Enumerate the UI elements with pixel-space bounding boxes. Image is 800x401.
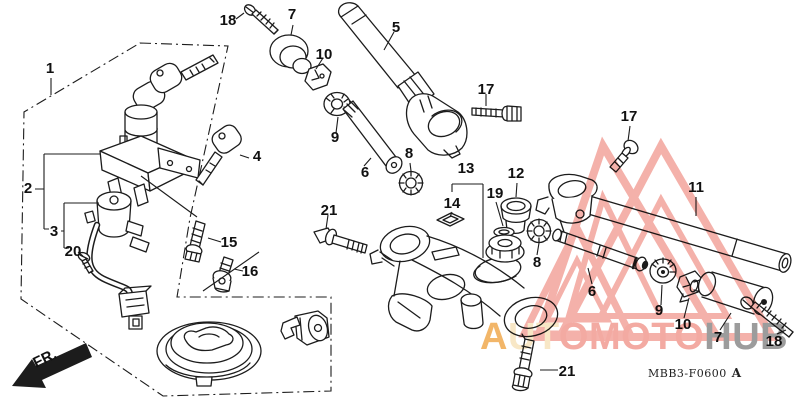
watermark-triangle-logo: [518, 136, 779, 341]
mount-bolts-drawing: [184, 220, 234, 293]
diagram-code: MBB3-F0600 A: [648, 366, 742, 380]
callout-8b: 8: [533, 254, 541, 271]
callout-18: 18: [220, 12, 237, 29]
ignition-switch-drawing: [99, 54, 219, 207]
front-direction-marker: FR.: [12, 343, 92, 388]
callout-15: 15: [221, 234, 238, 251]
callout-21b: 21: [559, 363, 576, 380]
pinch-bolt-bottom-drawing: [511, 338, 535, 392]
watermark-seg-hub: HUB: [704, 316, 788, 358]
callout-13: 13: [458, 160, 475, 177]
callout-14: 14: [444, 195, 461, 212]
callout-4: 4: [253, 148, 262, 165]
callout-10: 10: [316, 46, 333, 63]
holder-bolt-drawing: [471, 105, 522, 122]
callout-12: 12: [508, 165, 525, 182]
watermark-seg-a: A: [480, 316, 508, 358]
callout-8: 8: [405, 145, 413, 162]
callout-3: 3: [50, 223, 58, 240]
screw-drawing: [77, 251, 94, 274]
watermark-seg-omoto: OMOTO: [559, 316, 704, 358]
callout-7: 7: [288, 6, 296, 23]
lock-washer-drawing: [398, 170, 424, 196]
callout-6: 6: [361, 164, 369, 181]
right-handlebar-drawing: [337, 2, 468, 159]
callout-9: 9: [331, 129, 339, 146]
watermark-text: AUTOMOTOHUB: [480, 316, 788, 358]
callout-17b: 17: [621, 108, 638, 125]
callout-1: 1: [46, 60, 54, 77]
grip-end-weight-drawing: [269, 34, 312, 75]
lock-washer-right-drawing: [526, 218, 552, 244]
callout-20: 20: [65, 243, 82, 260]
switch-base-and-harness-drawing: [84, 191, 152, 330]
callout-17: 17: [478, 81, 495, 98]
clamp-piece-drawing: [304, 63, 332, 91]
group-boundary-chain-line: [20, 42, 332, 397]
watermark: AUTOMOTOHUB: [480, 136, 788, 358]
spare-key-drawing: [195, 124, 242, 186]
callout-21: 21: [321, 202, 338, 219]
callout-2: 2: [24, 180, 32, 197]
callout-10b: 10: [675, 316, 692, 333]
callout-19: 19: [487, 185, 504, 202]
diagram-code-revision: A: [731, 366, 742, 380]
diagram-line-art: [77, 2, 794, 392]
callout-labels: 1 2 3 20 4 15 16 18 7 10 9 5 6 8 17 13 1…: [24, 6, 783, 380]
stem-parts-drawing: [436, 197, 532, 263]
callout-16: 16: [242, 263, 259, 280]
callout-5: 5: [392, 19, 400, 36]
pinch-bolt-drawing: [313, 227, 368, 254]
grip-end-screw-drawing: [243, 4, 279, 35]
helmet-lock-drawing: [280, 310, 330, 346]
fuel-cap-drawing: [156, 321, 262, 387]
watermark-seg-ut: UT: [508, 316, 559, 358]
weight-tube-drawing: [342, 100, 403, 174]
diagram-code-number: MBB3-F0600: [648, 367, 727, 380]
